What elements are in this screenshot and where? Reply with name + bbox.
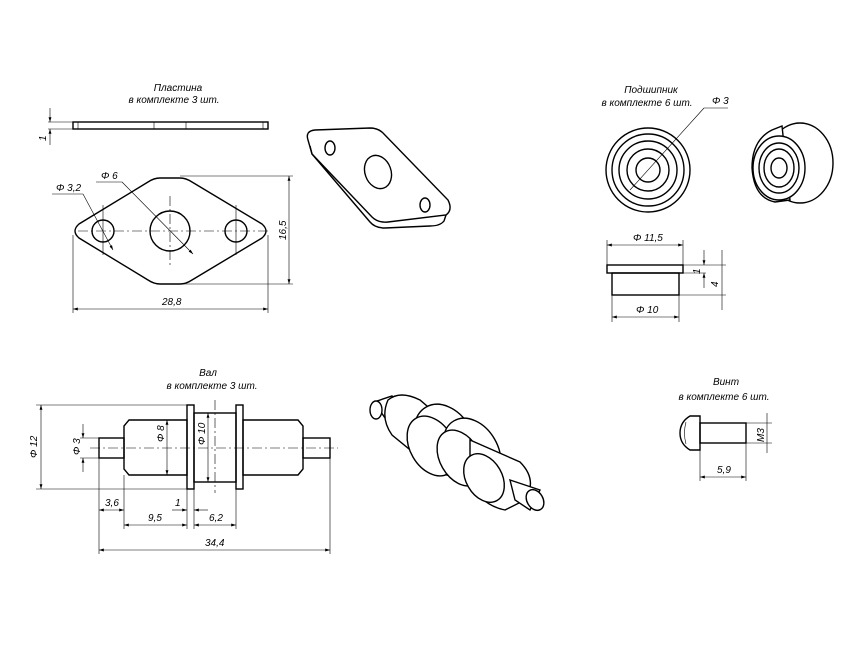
shaft-isometric xyxy=(369,394,545,512)
plate-dim-hole-small: Φ 3,2 xyxy=(56,183,81,194)
bearing-dim-body: Φ 10 xyxy=(636,305,659,316)
screw-title: Винт xyxy=(713,377,739,388)
shaft-dim-1: 1 xyxy=(175,498,181,509)
shaft-dim-d3: Φ 3 xyxy=(72,438,83,455)
shaft-dim-d12: Φ 12 xyxy=(29,435,40,458)
bearing-qty: в комплекте 6 шт. xyxy=(602,98,693,109)
shaft-dim-d8: Φ 8 xyxy=(156,425,167,442)
bearing-dim-width: 4 xyxy=(710,281,721,287)
plate-drawing: Пластина в комплекте 3 шт. 1 Φ 6 Φ 3,2 1… xyxy=(38,83,293,313)
plate-dim-height: 16,5 xyxy=(278,220,289,240)
bearing-drawing: Подшипник в комплекте 6 шт. Φ 3 Φ 11,5 Φ… xyxy=(602,85,834,322)
shaft-dim-9-5: 9,5 xyxy=(148,513,162,524)
plate-dim-hole-large: Φ 6 xyxy=(101,171,118,182)
shaft-drawing: Вал в комплекте 3 шт. Φ 12 Φ 3 Φ 8 Φ 10 … xyxy=(29,368,338,554)
bearing-dim-flange: Φ 11,5 xyxy=(633,233,663,244)
shaft-title: Вал xyxy=(199,368,217,379)
screw-drawing: Винт в комплекте 6 шт. M3 5,9 xyxy=(679,377,772,481)
shaft-dim-6-2: 6,2 xyxy=(209,513,223,524)
bearing-title: Подшипник xyxy=(624,85,679,96)
plate-dim-thickness: 1 xyxy=(38,135,49,141)
shaft-dim-d10: Φ 10 xyxy=(197,422,208,445)
plate-side-view xyxy=(72,121,269,130)
plate-dim-length: 28,8 xyxy=(161,297,182,308)
shaft-dim-3-6: 3,6 xyxy=(105,498,119,509)
plate-qty: в комплекте 3 шт. xyxy=(129,95,220,106)
screw-qty: в комплекте 6 шт. xyxy=(679,392,770,403)
bearing-dim-bore: Φ 3 xyxy=(712,96,729,107)
screw-dim-thread: M3 xyxy=(756,428,767,442)
shaft-qty: в комплекте 3 шт. xyxy=(167,381,258,392)
bearing-isometric xyxy=(751,122,834,204)
shaft-dim-34-4: 34,4 xyxy=(205,538,225,549)
plate-isometric xyxy=(306,127,451,229)
plate-title: Пластина xyxy=(154,83,203,94)
bearing-dim-flange-th: 1 xyxy=(692,268,703,274)
screw-dim-length: 5,9 xyxy=(717,465,731,476)
